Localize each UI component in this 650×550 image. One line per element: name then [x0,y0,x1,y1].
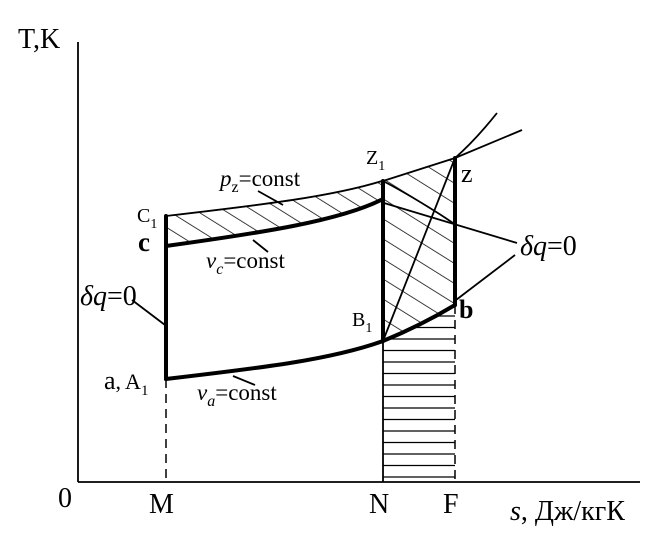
point-label-z1: Z1 [366,147,385,174]
point-label-c1: C1 [137,205,157,232]
line-b1-z [382,157,456,342]
curve-va-const [164,303,457,381]
tick-label-m: M [149,489,174,520]
label-va-const: va=const [197,380,277,410]
curve-vc-const [164,197,385,248]
point-label-b1: B1 [352,309,372,336]
leader-dq-left [131,299,166,326]
label-vc-const: vc=const [206,248,285,278]
point-label-c: c [138,227,150,257]
leader-va [232,375,256,386]
point-label-z: z [461,159,473,188]
tick-label-f: F [443,489,459,520]
leader-dq-right-lower [455,254,516,301]
origin-label: 0 [58,483,72,514]
y-axis-label: T,K [18,24,60,55]
leader-pz [257,190,284,206]
x-axis-label: s, Дж/кгК [510,496,625,527]
label-dq-right: δq=0 [520,231,577,262]
point-label-a: a,A1 [104,366,148,399]
label-pz-const: pz=const [218,166,301,196]
curve-z-upper [454,112,498,159]
point-label-b: b [459,295,473,324]
tick-label-n: N [369,489,389,520]
leader-dq-right-upper [383,202,518,244]
label-dq-left: δq=0 [80,281,137,312]
leader-vc [252,239,269,253]
